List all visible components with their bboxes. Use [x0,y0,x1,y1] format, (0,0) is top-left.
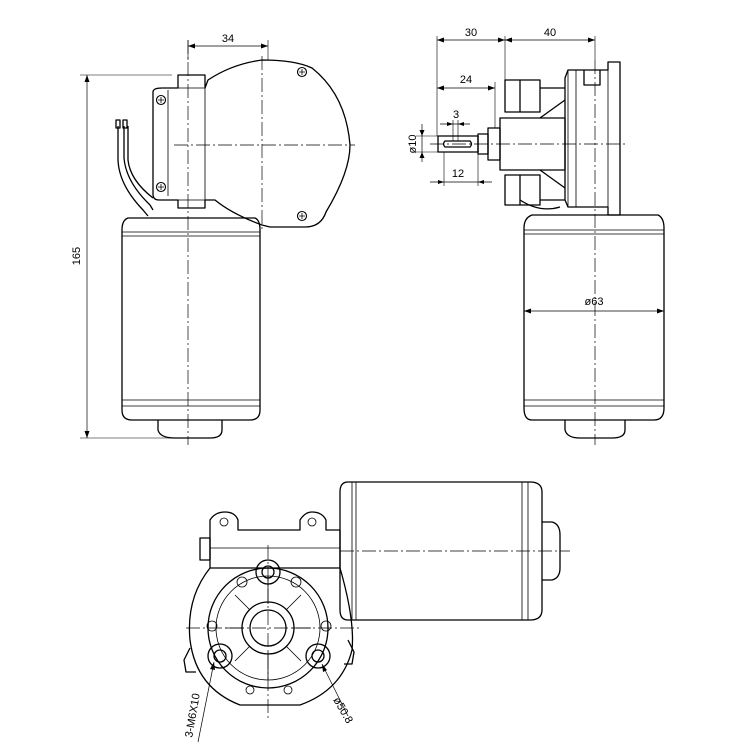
front-endcap [157,420,223,439]
dim-12: 12 [430,152,492,186]
dim-12-label: 12 [452,168,464,180]
dim-3: 3 [440,109,470,141]
side-motor-body [523,214,665,421]
side-gear-bosses [499,79,566,210]
side-top-tab [583,70,601,86]
bottom-motor-body [339,481,543,621]
side-view: 30 40 24 3 ø10 12 [407,27,665,445]
dim-34-label: 34 [222,33,234,45]
dim-dia10: ø10 [407,124,438,162]
bolt-circle-label: ø50.8 [330,695,354,725]
bottom-pockets [206,576,332,695]
front-gearbox-housing [152,59,351,228]
side-endcap [564,420,626,439]
front-motor-bands [122,231,260,407]
dim-dia63-label: ø63 [585,296,604,308]
front-motor-body [121,217,261,421]
bottom-gearbox-top [209,511,341,569]
bottom-endcap [542,521,561,581]
dim-30-label: 30 [465,27,477,39]
dim-165: 165 [71,74,172,439]
dim-165-label: 165 [71,247,83,265]
dim-24-label: 24 [460,74,472,86]
side-shaft [437,127,501,161]
dim-dia10-label: ø10 [407,135,419,154]
dim-30-40: 30 40 [436,27,596,136]
bottom-leaders: 3-M6X10 ø50.8 [183,661,355,743]
dim-40-label: 40 [544,27,556,39]
dim-24: 24 [437,74,496,128]
bottom-view: 3-M6X10 ø50.8 [183,481,570,743]
dim-34: 34 [187,33,269,60]
front-screws [155,66,308,222]
dim-3-label: 3 [453,109,459,121]
front-wires [115,119,154,217]
front-inner-contour [167,87,206,201]
front-view: 34 165 [71,33,355,445]
dim-dia63: ø63 [524,296,664,314]
bottom-gear-housing [188,567,354,706]
